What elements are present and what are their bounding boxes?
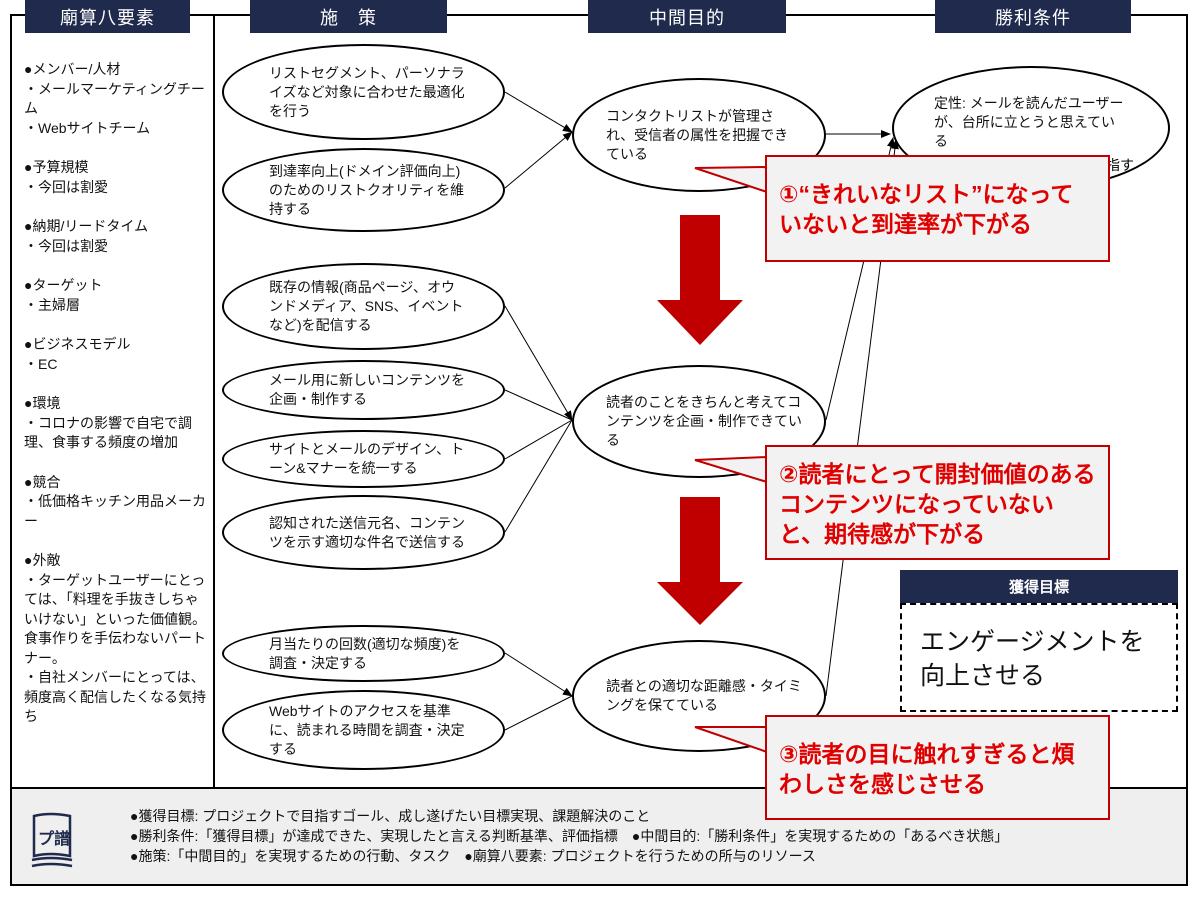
goal-box: エンゲージメントを向上させる: [900, 603, 1178, 712]
measure-ellipse: 月当たりの回数(適切な頻度)を調査・決定する: [222, 625, 505, 682]
header-victory: 勝利条件: [935, 0, 1131, 33]
measure-text: メール用に新しいコンテンツを企画・制作する: [269, 372, 465, 407]
callout-2: ②読者にとって開封価値のあるコンテンツになっていないと、期待感が下がる: [765, 445, 1110, 560]
measure-ellipse: 認知された送信元名、コンテンツを示す適切な件名で送信する: [222, 495, 505, 570]
connector: [504, 305, 573, 421]
measure-ellipse: 到達率向上(ドメイン評価向上)のためのリストクオリティを維持する: [222, 148, 505, 232]
pufu-logo-icon: プ譜: [31, 812, 73, 868]
connector: [504, 91, 573, 133]
goal-header: 獲得目標: [900, 570, 1178, 603]
legend-text: ●獲得目標: プロジェクトで目指すゴール、成し遂げたい目標実現、課題解決のこと …: [130, 806, 1008, 866]
resource-title: ●ビジネスモデル: [24, 336, 131, 352]
resource-title: ●競合: [24, 473, 61, 490]
callout-1: ①“きれいなリスト”になっていないと到達率が下がる: [765, 155, 1110, 262]
resource-detail: ・今回は割愛: [24, 178, 108, 195]
legend-divider: [10, 787, 1188, 789]
resource-item: ●納期/リードタイム・今回は割愛: [24, 217, 209, 256]
intermediate-ellipse: 読者との適切な距離感・タイミングを保てている: [572, 640, 826, 752]
down-arrow-icon: [657, 497, 743, 625]
header-resources: 廟算八要素: [25, 0, 190, 33]
intermediate-text: 読者との適切な距離感・タイミングを保てている: [606, 678, 802, 713]
connector: [504, 695, 573, 731]
connector: [504, 131, 573, 189]
resource-item: ●ターゲット・主婦層: [24, 276, 209, 315]
connector: [504, 419, 573, 460]
measure-ellipse: サイトとメールのデザイン、トーン&マナーを統一する: [222, 430, 505, 488]
measure-text: Webサイトのアクセスを基準に、読まれる時間を調査・決定する: [269, 702, 465, 757]
connector: [504, 389, 573, 421]
measure-text: 到達率向上(ドメイン評価向上)のためのリストクオリティを維持する: [269, 162, 465, 217]
header-intermediate: 中間目的: [588, 0, 786, 33]
measure-text: サイトとメールのデザイン、トーン&マナーを統一する: [269, 441, 465, 476]
resource-title: ●ターゲット: [24, 277, 103, 293]
down-arrow-icon: [657, 215, 743, 345]
resources-list: ●メンバー/人材・メールマーケティングチーム ・Webサイトチーム ●予算規模・…: [24, 60, 209, 747]
resource-detail: ・メールマーケティングチーム ・Webサイトチーム: [24, 80, 205, 136]
resource-item: ●環境・コロナの影響で自宅で調理、食事する頻度の増加: [24, 394, 209, 453]
victory-text: 定性: メールを読んだユーザーが、台所に立とうと思えている: [934, 95, 1124, 149]
resource-title: ●納期/リードタイム: [24, 218, 149, 234]
measure-ellipse: メール用に新しいコンテンツを企画・制作する: [222, 360, 505, 420]
resource-item: ●ビジネスモデル・EC: [24, 335, 209, 374]
connector: [504, 652, 573, 697]
resource-item: ●外敵・ターゲットユーザーにとっては、「料理を手抜きしちゃいけない」といった価値…: [24, 551, 209, 727]
header-measures: 施 策: [250, 0, 447, 33]
legend-line: ●獲得目標: プロジェクトで目指すゴール、成し遂げたい目標実現、課題解決のこと: [130, 808, 651, 824]
resource-item: ●メンバー/人材・メールマーケティングチーム ・Webサイトチーム: [24, 60, 209, 138]
resource-title: ●外敵: [24, 552, 61, 568]
victory-text-tail: 指す: [1106, 157, 1134, 173]
resource-item: ●予算規模・今回は割愛: [24, 158, 209, 197]
resource-title: ●メンバー/人材: [24, 61, 121, 77]
resource-detail: ・低価格キッチン用品メーカー: [24, 493, 206, 529]
measure-ellipse: 既存の情報(商品ページ、オウンドメディア、SNS、イベントなど)を配信する: [222, 263, 505, 350]
column-divider: [213, 14, 215, 790]
legend-line: ●施策:「中間目的」を実現するための行動、タスク ●廟算八要素: プロジェクトを…: [130, 848, 816, 864]
resource-detail: ・主婦層: [24, 296, 80, 313]
intermediate-text: コンタクトリストが管理され、受信者の属性を把握できている: [606, 107, 789, 162]
measure-text: 認知された送信元名、コンテンツを示す適切な件名で送信する: [269, 514, 465, 550]
callout-3: ③読者の目に触れすぎると煩わしさを感じさせる: [765, 715, 1110, 820]
resource-detail: ・EC: [24, 355, 58, 372]
connector: [504, 419, 573, 533]
measure-text: 月当たりの回数(適切な頻度)を調査・決定する: [269, 635, 461, 671]
resource-detail: ・ターゲットユーザーにとっては、「料理を手抜きしちゃいけない」といった価値観。食…: [24, 571, 206, 725]
resource-title: ●予算規模: [24, 159, 89, 175]
resource-detail: ・コロナの影響で自宅で調理、食事する頻度の増加: [24, 414, 192, 451]
measure-text: リストセグメント、パーソナライズなど対象に合わせた最適化を行う: [269, 64, 465, 119]
measure-ellipse: Webサイトのアクセスを基準に、読まれる時間を調査・決定する: [222, 690, 505, 770]
measure-text: 既存の情報(商品ページ、オウンドメディア、SNS、イベントなど)を配信する: [269, 279, 464, 333]
resource-item: ●競合・低価格キッチン用品メーカー: [24, 473, 209, 532]
callout-pointer: [694, 455, 768, 484]
callout-pointer: [694, 726, 768, 754]
logo-text: プ譜: [38, 829, 70, 848]
resource-detail: ・今回は割愛: [24, 237, 108, 254]
callout-pointer: [694, 165, 768, 194]
legend-line: ●勝利条件:「獲得目標」が達成できた、実現したと言える判断基準、評価指標 ●中間…: [130, 828, 1009, 844]
measure-ellipse: リストセグメント、パーソナライズなど対象に合わせた最適化を行う: [222, 44, 505, 140]
intermediate-text: 読者のことをきちんと考えてコンテンツを企画・制作できている: [606, 394, 802, 448]
resource-title: ●環境: [24, 395, 61, 411]
